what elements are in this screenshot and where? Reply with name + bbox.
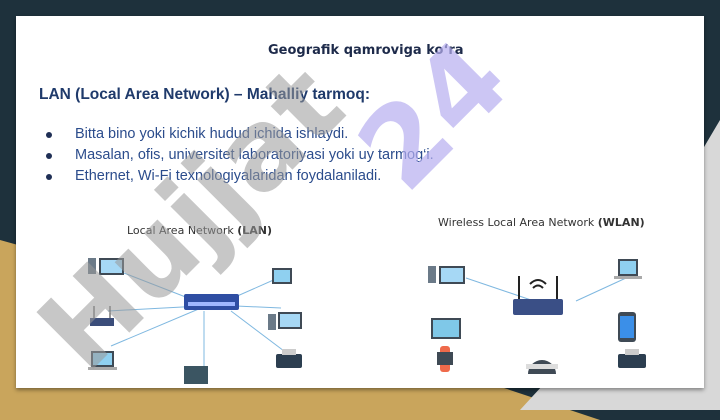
printer-icon — [618, 349, 646, 368]
router-icon — [90, 306, 114, 326]
section-heading: LAN (Local Area Network) – Mahalliy tarm… — [39, 86, 371, 103]
slide-title: Geografik qamroviga ko‘ra — [268, 43, 464, 58]
laptop-icon — [272, 268, 292, 284]
network-diagrams — [88, 258, 646, 384]
desktop-icon — [428, 266, 465, 284]
printer-icon — [276, 349, 302, 368]
wlan-caption-bold: (WLAN) — [597, 216, 645, 229]
wlan-caption: Wireless Local Area Network (WLAN) — [438, 216, 645, 229]
wireless-router-icon — [513, 276, 563, 315]
wlan-caption-text: Wireless Local Area Network — [438, 216, 598, 229]
slide: Geografik qamroviga ko‘ra LAN (Local Are… — [16, 16, 704, 388]
bullet-icon — [46, 173, 52, 180]
bullet-text: Bitta bino yoki kichik hudud ichida ishl… — [75, 126, 349, 142]
smartphone-icon — [618, 312, 636, 342]
laptop-icon — [614, 259, 642, 279]
desktop-icon — [88, 258, 124, 275]
bullet-text: Masalan, ofis, universitet laboratoriyas… — [75, 147, 434, 163]
lan-switch-icon — [184, 294, 239, 310]
laptop-icon — [88, 351, 117, 370]
bullet-list: Bitta bino yoki kichik hudud ichida ishl… — [46, 124, 434, 187]
list-item: Ethernet, Wi-Fi texnologiyalaridan foyda… — [46, 166, 434, 187]
server-icon — [184, 366, 208, 384]
bullet-icon — [46, 131, 52, 138]
list-item: Bitta bino yoki kichik hudud ichida ishl… — [46, 124, 434, 145]
lan-caption-bold: (LAN) — [237, 224, 273, 237]
lan-links — [107, 267, 627, 366]
bullet-icon — [46, 152, 52, 159]
security-camera-icon — [526, 360, 558, 374]
tablet-icon — [431, 318, 461, 339]
smartwatch-icon — [437, 346, 453, 372]
lan-caption: Local Area Network (LAN) — [127, 224, 272, 237]
list-item: Masalan, ofis, universitet laboratoriyas… — [46, 145, 434, 166]
bullet-text: Ethernet, Wi-Fi texnologiyalaridan foyda… — [75, 168, 382, 184]
desktop-icon — [268, 312, 302, 330]
lan-caption-text: Local Area Network — [127, 224, 238, 237]
